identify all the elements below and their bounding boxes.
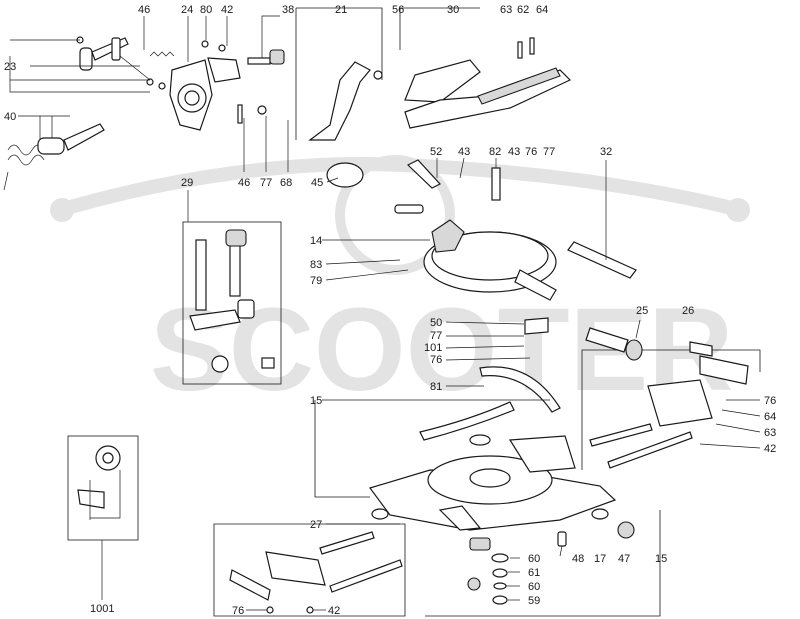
callout-63b: 63 bbox=[764, 427, 776, 439]
callout-47: 47 bbox=[618, 553, 630, 565]
part-23-handle bbox=[79, 37, 151, 81]
part-scale bbox=[479, 366, 561, 413]
part-scale-lower bbox=[419, 401, 515, 441]
callout-27: 27 bbox=[310, 519, 322, 531]
part-30-fence bbox=[404, 59, 572, 129]
part-turntable-upper bbox=[394, 204, 557, 301]
callout-62: 62 bbox=[517, 4, 529, 16]
callout-60b: 60 bbox=[528, 581, 540, 593]
callout-81: 81 bbox=[430, 381, 442, 393]
part-washers-bottom bbox=[467, 521, 635, 605]
callout-43: 43 bbox=[458, 146, 470, 158]
callout-1001: 1001 bbox=[90, 603, 114, 615]
callout-29: 29 bbox=[181, 177, 193, 189]
part-45-ring bbox=[326, 162, 364, 188]
frame-21 bbox=[295, 7, 383, 140]
callout-82: 82 bbox=[489, 146, 501, 158]
callout-63: 63 bbox=[500, 4, 512, 16]
callout-32: 32 bbox=[600, 146, 612, 158]
part-82-bolt bbox=[491, 167, 501, 201]
callout-17: 17 bbox=[594, 553, 606, 565]
callout-43b: 43 bbox=[508, 146, 520, 158]
leader-lines bbox=[9, 15, 761, 601]
callout-76c: 76 bbox=[764, 395, 776, 407]
callout-77: 77 bbox=[260, 177, 272, 189]
callout-21: 21 bbox=[335, 4, 347, 16]
part-26-bracket bbox=[647, 341, 749, 427]
callout-77b: 77 bbox=[543, 146, 555, 158]
part-62-64-bolts bbox=[517, 37, 535, 59]
callout-52: 52 bbox=[430, 146, 442, 158]
part-38-bolt bbox=[247, 49, 285, 65]
callout-26: 26 bbox=[682, 305, 694, 317]
callout-80: 80 bbox=[200, 4, 212, 16]
callout-48: 48 bbox=[572, 553, 584, 565]
callout-83: 83 bbox=[310, 259, 322, 271]
callout-25: 25 bbox=[636, 305, 648, 317]
callout-64b: 64 bbox=[764, 411, 776, 423]
callout-76b: 76 bbox=[430, 354, 442, 366]
part-29-kit bbox=[189, 229, 275, 373]
callout-46: 46 bbox=[138, 4, 150, 16]
callout-42b: 42 bbox=[764, 443, 776, 455]
part-46-spring bbox=[149, 51, 175, 57]
part-rods-right bbox=[589, 423, 693, 469]
callout-14: 14 bbox=[310, 235, 322, 247]
frame-1001 bbox=[67, 435, 139, 541]
callout-68: 68 bbox=[280, 177, 292, 189]
part-40-spring-rod bbox=[3, 123, 105, 191]
part-base bbox=[369, 434, 617, 551]
frame-15a bbox=[314, 400, 370, 498]
callout-24: 24 bbox=[181, 4, 193, 16]
callout-23: 23 bbox=[4, 61, 16, 73]
callout-61: 61 bbox=[528, 567, 540, 579]
callout-45: 45 bbox=[311, 177, 323, 189]
callout-56: 56 bbox=[392, 4, 404, 16]
callout-38: 38 bbox=[282, 4, 294, 16]
callout-15: 15 bbox=[310, 395, 322, 407]
part-25-knob bbox=[585, 327, 643, 361]
callout-15b: 15 bbox=[655, 553, 667, 565]
callout-101: 101 bbox=[424, 342, 442, 354]
callout-76d: 76 bbox=[232, 605, 244, 617]
callout-79: 79 bbox=[310, 275, 322, 287]
leader-lines-bottom bbox=[246, 606, 326, 614]
callout-30: 30 bbox=[447, 4, 459, 16]
small-fasteners-top bbox=[76, 36, 267, 124]
part-24-housing bbox=[169, 57, 241, 131]
callout-76: 76 bbox=[525, 146, 537, 158]
part-27-kit bbox=[229, 531, 403, 601]
part-21-rail bbox=[308, 61, 383, 141]
callout-numbers: 46 24 80 42 38 21 56 30 63 62 64 23 40 4… bbox=[4, 4, 776, 617]
frame-26 bbox=[581, 349, 761, 470]
callout-50: 50 bbox=[430, 317, 442, 329]
callout-42: 42 bbox=[221, 4, 233, 16]
callout-60: 60 bbox=[528, 553, 540, 565]
callout-59: 59 bbox=[528, 595, 540, 607]
frame-15b bbox=[425, 510, 661, 617]
part-52-wrench bbox=[406, 159, 441, 189]
watermark: SCOOTER bbox=[50, 155, 750, 416]
frame-30 bbox=[399, 7, 480, 50]
callout-64: 64 bbox=[536, 4, 548, 16]
callout-42c: 42 bbox=[328, 605, 340, 617]
part-32-rail bbox=[567, 241, 637, 279]
callout-46b: 46 bbox=[238, 177, 250, 189]
part-1001-detail bbox=[77, 445, 121, 520]
callout-40: 40 bbox=[4, 111, 16, 123]
frame-29 bbox=[182, 221, 282, 385]
part-50-plate bbox=[524, 317, 549, 335]
callout-77c: 77 bbox=[430, 330, 442, 342]
